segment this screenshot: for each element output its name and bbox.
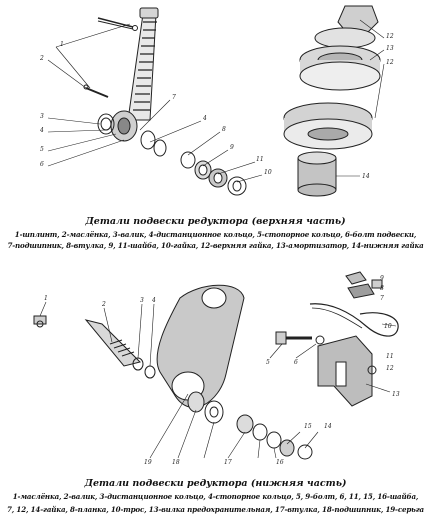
callout-lower-13: 13: [392, 391, 400, 398]
callout-upper-9: 9: [230, 144, 234, 151]
callout-lower-1: 1: [44, 295, 48, 302]
lower-leaders: [39, 301, 397, 459]
lower-legend-line-1: 1-маслёнка, 2-валик, 3-дистанционное кол…: [12, 492, 419, 501]
shaft-drawing: [127, 7, 159, 121]
callout-upper-3: 3: [40, 113, 44, 120]
callout-upper-8: 8: [222, 126, 226, 133]
callout-upper-7: 7: [172, 94, 176, 101]
upper-assembly-drawing: 1 2 3 4 5 6 7 4 8 9 11 10 12 13 12 14: [39, 5, 394, 197]
plates-drawing: [345, 271, 383, 299]
lower-assembly-drawing: 1 2 3 4 5 6 7 8 9 10 11 12 13 14 15 16 1…: [33, 271, 400, 466]
callout-lower-15: 15: [304, 423, 312, 430]
upper-caption-title: Детали подвески редуктора (верхняя часть…: [85, 216, 346, 227]
lower-caption-title: Детали подвески редуктора (нижняя часть): [84, 478, 347, 489]
cable-drawing: [309, 303, 399, 337]
lower-rings-drawing: [187, 391, 313, 460]
callout-upper-12b: 12: [386, 59, 394, 66]
callout-lower-17: 17: [224, 459, 232, 466]
callout-upper-10: 10: [264, 169, 272, 176]
callout-lower-10: 10: [384, 323, 392, 330]
bolt-drawing: [275, 331, 325, 345]
callout-upper-14: 14: [362, 173, 370, 180]
pin-shaft-drawing: [84, 319, 156, 379]
callout-lower-12: 12: [386, 365, 394, 372]
callout-upper-4: 4: [39, 127, 44, 134]
cotter-pin-drawing: [97, 17, 138, 31]
callout-lower-7: 7: [380, 295, 384, 302]
callout-upper-4b: 4: [202, 115, 207, 122]
callout-upper-5: 5: [40, 146, 44, 153]
callout-lower-11: 11: [386, 353, 394, 360]
callout-lower-5: 5: [266, 359, 270, 366]
bolt-head-drawing: [97, 110, 138, 142]
callout-upper-2: 2: [39, 55, 44, 62]
callout-lower-8: 8: [380, 285, 384, 292]
callout-lower-19: 19: [144, 459, 152, 466]
callout-lower-4: 4: [151, 297, 156, 304]
callout-upper-6: 6: [40, 161, 44, 168]
upper-leaders: [47, 19, 385, 183]
upper-legend-line-2: 7-подшипник, 8-втулка, 9, 11-шайба, 10-г…: [7, 241, 424, 250]
callout-lower-6: 6: [294, 359, 298, 366]
safety-fork-drawing: [317, 335, 377, 407]
callout-lower-9: 9: [380, 275, 384, 282]
callout-upper-11: 11: [256, 156, 264, 163]
callout-upper-12: 12: [386, 33, 394, 40]
upper-legend-line-1: 1-шплинт, 2-маслёнка, 3-валик, 4-дистанц…: [14, 230, 417, 239]
shock-absorber-drawing: [283, 5, 381, 197]
callout-lower-18: 18: [172, 459, 180, 466]
callout-upper-1: 1: [60, 41, 64, 48]
grease-nipple-drawing: [83, 84, 109, 98]
callout-lower-14: 14: [324, 423, 332, 430]
callout-lower-16: 16: [276, 459, 284, 466]
link-earring-drawing: [156, 284, 245, 408]
grease-fitting-drawing: [33, 315, 47, 328]
callout-lower-2: 2: [101, 301, 106, 308]
callout-upper-13: 13: [386, 45, 394, 52]
callout-lower-3: 3: [140, 297, 144, 304]
lower-legend-line-2: 7, 12, 14-гайка, 8-планка, 10-трос, 13-в…: [7, 505, 424, 514]
upper-rings-drawing: [140, 130, 247, 196]
